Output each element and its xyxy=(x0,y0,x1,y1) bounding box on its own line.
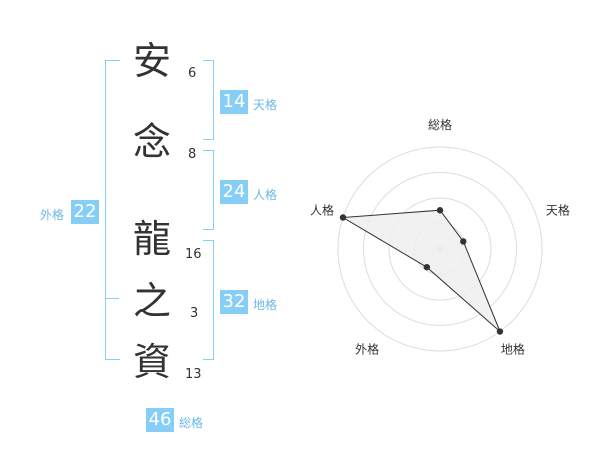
radar-point-4 xyxy=(423,263,431,271)
name-char-2: 念 xyxy=(132,120,171,164)
radar-axis-label-2: 天格 xyxy=(546,203,570,218)
radar-axis-label-3: 地格 xyxy=(501,341,525,356)
soukaku-value-badge: 46 xyxy=(146,408,174,432)
tenkaku-label: 天格 xyxy=(253,98,278,112)
radar-point-2 xyxy=(460,238,467,245)
stroke-count-4: 3 xyxy=(190,306,199,321)
jinkaku-label: 人格 xyxy=(253,188,278,202)
gaikaku-bracket-tick xyxy=(105,298,119,299)
radar-axis-label-4: 外格 xyxy=(355,341,379,356)
tenkaku-bracket xyxy=(203,60,214,140)
name-char-3: 龍 xyxy=(132,217,171,261)
radar-ring-2 xyxy=(388,197,492,301)
chikaku-value-badge: 32 xyxy=(220,290,248,314)
soukaku-label: 総格 xyxy=(179,416,204,430)
radar-axis-label-5: 人格 xyxy=(310,203,334,218)
chikaku-bracket xyxy=(203,240,214,360)
gaikaku-bracket xyxy=(105,60,120,360)
jinkaku-value-badge: 24 xyxy=(220,180,248,204)
radar-point-3 xyxy=(496,328,504,335)
name-char-4: 之 xyxy=(132,279,171,323)
tenkaku-value-badge: 14 xyxy=(220,90,248,114)
gaikaku-label: 外格 xyxy=(40,208,65,222)
stroke-count-2: 8 xyxy=(188,147,197,162)
radar-axis-label-1: 総格 xyxy=(428,117,452,132)
chikaku-label: 地格 xyxy=(253,298,278,312)
gaikaku-value-badge: 22 xyxy=(71,200,99,224)
radar-ring-4 xyxy=(337,146,543,352)
stroke-count-5: 13 xyxy=(185,367,202,382)
radar-point-1 xyxy=(436,207,444,214)
radar-ring-3 xyxy=(363,172,517,326)
radar-point-5 xyxy=(339,214,347,221)
jinkaku-bracket xyxy=(203,150,214,230)
stroke-count-1: 6 xyxy=(188,66,197,81)
stroke-count-3: 16 xyxy=(185,247,202,262)
name-char-1: 安 xyxy=(132,39,171,83)
name-char-5: 資 xyxy=(132,340,171,384)
